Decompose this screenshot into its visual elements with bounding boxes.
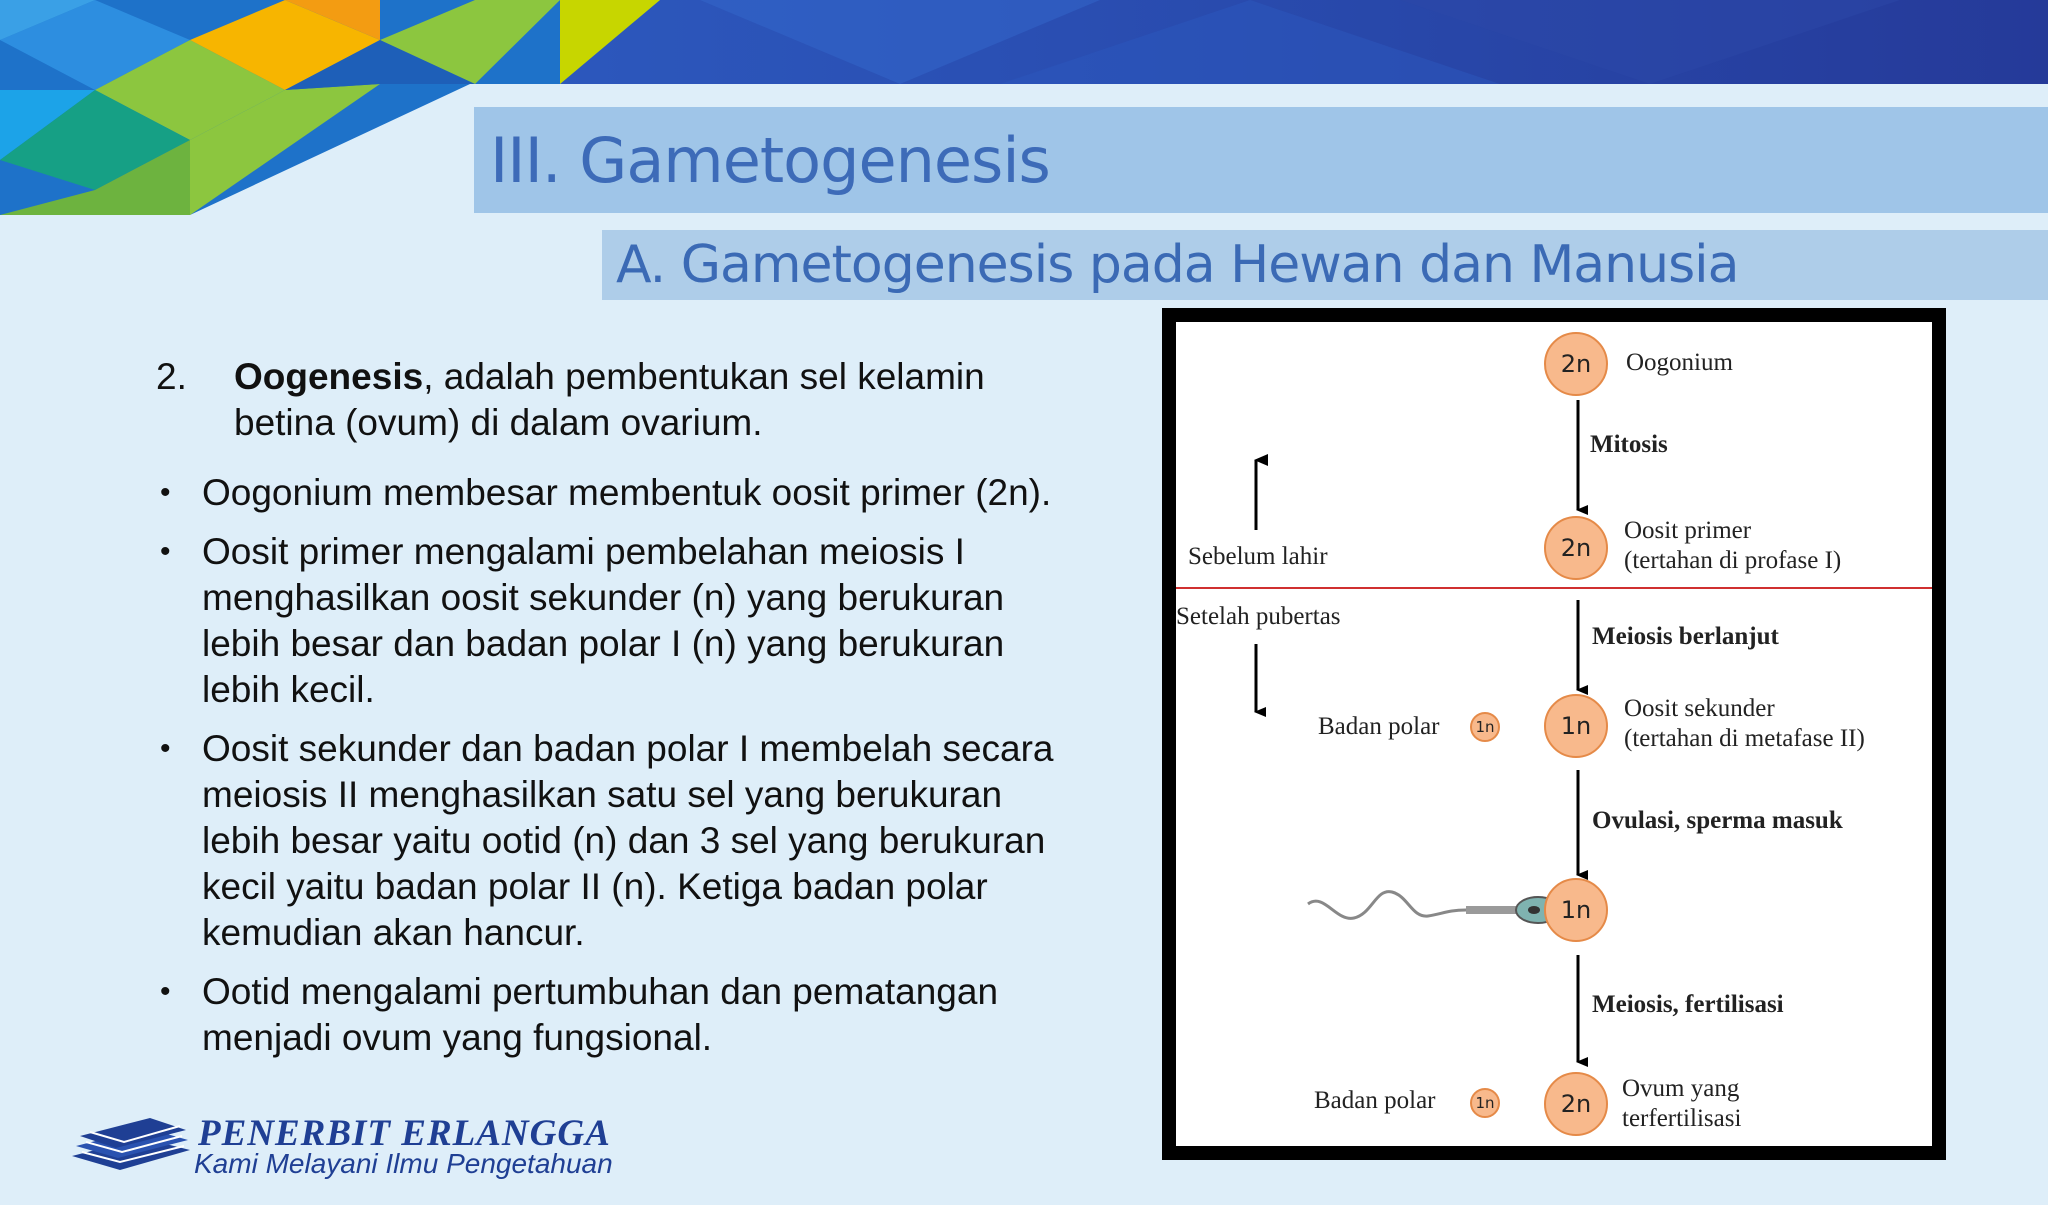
polar-body-cell-1: 1n bbox=[1470, 712, 1500, 742]
figure-canvas: 2n Oogonium Mitosis 2n Oosit primer (ter… bbox=[1176, 322, 1932, 1146]
publisher-logo: PENERBIT ERLANGGA Kami Melayani Ilmu Pen… bbox=[72, 1112, 672, 1182]
bullet-list: •Oogonium membesar membentuk oosit prime… bbox=[156, 470, 1136, 1061]
bullet-item: •Oogonium membesar membentuk oosit prime… bbox=[156, 470, 1136, 516]
bullet-item: •Ootid mengalami pertumbuhan dan pematan… bbox=[160, 971, 999, 1058]
label-ovum-line1: Ovum yang bbox=[1622, 1075, 1740, 1102]
oogonium-cell: 2n bbox=[1544, 332, 1608, 396]
bullet-item: •Oosit primer mengalami pembelahan meios… bbox=[160, 531, 1005, 710]
label-ovum-line2: terfertilisasi bbox=[1622, 1105, 1742, 1132]
label-setelah-pubertas: Setelah pubertas bbox=[1176, 603, 1341, 630]
numbered-item: 2. Oogenesis, adalah pembentukan sel kel… bbox=[156, 354, 1136, 446]
subtitle-bar: A. Gametogenesis pada Hewan dan Manusia bbox=[602, 230, 2048, 300]
bullet-icon: • bbox=[160, 476, 171, 509]
label-oosit-sekunder: Oosit sekunder bbox=[1624, 695, 1775, 722]
book-stack-icon bbox=[72, 1118, 190, 1170]
label-oogonium: Oogonium bbox=[1626, 349, 1733, 376]
item-text: Oogenesis, adalah pembentukan sel kelami… bbox=[234, 354, 985, 446]
item-term: Oogenesis bbox=[234, 356, 424, 397]
item-text-line2: betina (ovum) di dalam ovarium. bbox=[234, 402, 763, 443]
publisher-name: PENERBIT ERLANGGA bbox=[198, 1113, 611, 1154]
label-badan-polar-2: Badan polar bbox=[1314, 1087, 1436, 1114]
sperm-icon bbox=[1307, 890, 1561, 924]
primary-oocyte-cell: 2n bbox=[1544, 516, 1608, 580]
corner-decoration bbox=[0, 0, 660, 215]
oogenesis-figure: 2n Oogonium Mitosis 2n Oosit primer (ter… bbox=[1162, 308, 1946, 1160]
label-meiosis-berlanjut: Meiosis berlanjut bbox=[1592, 623, 1779, 650]
secondary-oocyte-cell: 1n bbox=[1544, 694, 1608, 758]
label-mitosis: Mitosis bbox=[1590, 431, 1668, 458]
bullet-item: •Oosit sekunder dan badan polar I membel… bbox=[160, 728, 1054, 953]
slide-title: III. Gametogenesis bbox=[490, 123, 1051, 197]
bullet-icon: • bbox=[160, 535, 171, 568]
label-meiosis-fertilisasi: Meiosis, fertilisasi bbox=[1592, 991, 1784, 1018]
publisher-tagline: Kami Melayani Ilmu Pengetahuan bbox=[194, 1148, 613, 1179]
bullet-icon: • bbox=[160, 732, 171, 765]
slide-subtitle: A. Gametogenesis pada Hewan dan Manusia bbox=[616, 235, 1739, 295]
fertilized-ovum-cell: 2n bbox=[1544, 1072, 1608, 1136]
ootid-cell: 1n bbox=[1544, 878, 1608, 942]
title-bar: III. Gametogenesis bbox=[474, 107, 2048, 213]
label-oosit-primer-note: (tertahan di profase I) bbox=[1624, 547, 1842, 574]
bullet-icon: • bbox=[160, 975, 171, 1008]
item-text-line1: , adalah pembentukan sel kelamin bbox=[423, 356, 985, 397]
label-oosit-sekunder-note: (tertahan di metafase II) bbox=[1624, 725, 1865, 752]
polar-body-cell-2: 1n bbox=[1470, 1088, 1500, 1118]
label-badan-polar-1: Badan polar bbox=[1318, 713, 1440, 740]
label-ovulasi: Ovulasi, sperma masuk bbox=[1592, 807, 1843, 834]
item-number: 2. bbox=[156, 356, 187, 397]
label-oosit-primer: Oosit primer bbox=[1624, 517, 1752, 544]
label-sebelum-lahir: Sebelum lahir bbox=[1188, 543, 1328, 570]
body-text: 2. Oogenesis, adalah pembentukan sel kel… bbox=[156, 354, 1136, 1074]
